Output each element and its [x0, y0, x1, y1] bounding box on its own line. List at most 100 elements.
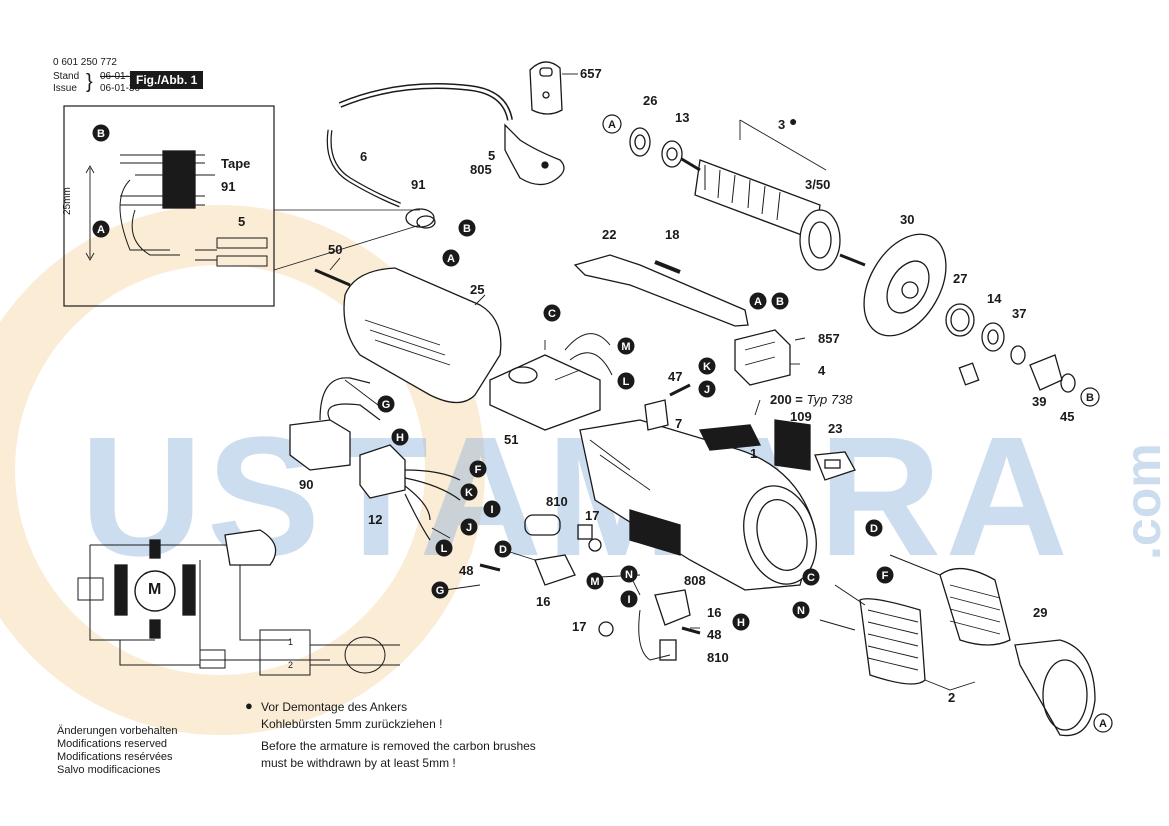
- circle-f-harness: F: [469, 460, 487, 478]
- label-200-type: Typ 738: [806, 392, 853, 407]
- footer-es: Salvo modificaciones: [57, 764, 161, 776]
- label-91: 91: [411, 177, 426, 192]
- label-13: 13: [675, 110, 690, 125]
- label-14: 14: [987, 291, 1002, 306]
- svg-text:G: G: [436, 585, 445, 597]
- circle-b-switch: B: [771, 292, 789, 310]
- label-23: 23: [828, 421, 843, 436]
- wiring-schematic: [77, 529, 400, 676]
- svg-text:B: B: [1086, 392, 1094, 404]
- svg-text:A: A: [754, 296, 762, 308]
- svg-text:D: D: [499, 544, 507, 556]
- circle-j-harness: J: [460, 518, 478, 536]
- note-en-line1: Before the armature is removed the carbo…: [261, 739, 536, 753]
- lock-lever: [573, 254, 749, 327]
- note-en-line2: must be withdrawn by at least 5mm !: [261, 756, 456, 770]
- stand-label: Stand: [53, 71, 80, 82]
- issue-label: Issue: [53, 83, 77, 94]
- label-810-top: 810: [546, 494, 568, 509]
- note-de-line1: Vor Demontage des Ankers: [261, 700, 408, 714]
- label-200: 200 = Typ 738: [770, 392, 853, 407]
- circle-j-switch: J: [698, 380, 716, 398]
- svg-text:F: F: [475, 464, 482, 476]
- schematic-contact-1: 1: [288, 637, 294, 647]
- footer-en: Modifications reserved: [57, 738, 168, 750]
- svg-text:K: K: [703, 361, 711, 373]
- bullet-3: ●: [789, 113, 798, 129]
- label-37: 37: [1012, 306, 1027, 321]
- label-16-left: 16: [536, 594, 551, 609]
- label-808: 808: [684, 573, 706, 588]
- circle-n-brush: N: [620, 565, 638, 583]
- wire-harness: [359, 444, 461, 541]
- label-7: 7: [675, 416, 683, 431]
- svg-text:L: L: [441, 543, 448, 555]
- slide-switch: [814, 451, 856, 481]
- svg-text:I: I: [490, 504, 493, 516]
- inset-5-label: 5: [238, 214, 246, 229]
- circle-c-module: C: [543, 304, 561, 322]
- circle-b-gear: B: [1080, 387, 1100, 407]
- circle-b-inset: B: [92, 124, 110, 142]
- circle-h-brush: H: [732, 613, 750, 631]
- svg-text:B: B: [97, 128, 105, 140]
- label-2: 2: [948, 690, 956, 705]
- label-48-right: 48: [707, 627, 722, 642]
- mains-plug: [504, 123, 565, 186]
- circle-k-harness: K: [460, 483, 478, 501]
- circle-f-field: F: [876, 566, 894, 584]
- inset-tape-label: Tape: [221, 156, 251, 171]
- label-90: 90: [299, 477, 314, 492]
- circle-b-cord: B: [458, 219, 476, 237]
- svg-text:J: J: [466, 522, 472, 534]
- label-12: 12: [368, 512, 383, 527]
- circle-g-capacitor: G: [377, 395, 395, 413]
- plate-7: [644, 383, 691, 431]
- footer-fr: Modifications resérvées: [57, 751, 173, 763]
- label-51: 51: [504, 432, 519, 447]
- inset-91-label: 91: [221, 179, 236, 194]
- svg-text:K: K: [465, 487, 473, 499]
- circle-k-switch: K: [698, 357, 716, 375]
- label-29: 29: [1033, 605, 1048, 620]
- brush-holders: [479, 514, 701, 661]
- fan: [863, 233, 947, 337]
- switch-4: [734, 329, 791, 386]
- armature: [679, 119, 866, 271]
- label-1: 1: [750, 446, 758, 461]
- label-17-bottom: 17: [572, 619, 587, 634]
- motor-cover: [314, 267, 502, 404]
- electronic-module: [489, 333, 613, 431]
- circle-d-brush: D: [494, 540, 512, 558]
- issue-date: 06-01-30: [100, 83, 141, 94]
- label-39: 39: [1032, 394, 1047, 409]
- watermark-orange-ring: [0, 205, 485, 735]
- svg-text:H: H: [396, 432, 404, 444]
- label-22: 22: [602, 227, 617, 242]
- circle-g-brush: G: [431, 581, 449, 599]
- circle-m-brush: M: [586, 572, 604, 590]
- part-number: 0 601 250 772: [53, 57, 117, 68]
- label-27: 27: [953, 271, 968, 286]
- label-6: 6: [360, 149, 368, 164]
- circle-a-switch: A: [749, 292, 767, 310]
- label-200-num: 200 =: [770, 392, 807, 407]
- end-cap: [1014, 639, 1096, 737]
- label-18: 18: [665, 227, 680, 242]
- circle-l-module: L: [617, 372, 635, 390]
- label-25: 25: [470, 282, 485, 297]
- circle-a-cord: A: [442, 249, 460, 267]
- cord-tag: [529, 61, 578, 115]
- capacitor: [289, 377, 381, 471]
- gear-side-parts: [945, 303, 1076, 393]
- svg-text:C: C: [807, 572, 815, 584]
- circle-h-capacitor: H: [391, 428, 409, 446]
- svg-text:A: A: [447, 253, 455, 265]
- circle-a-bearing: A: [602, 114, 622, 134]
- motor-symbol-m: M: [148, 581, 162, 598]
- circle-i-brush: I: [620, 590, 638, 608]
- svg-text:A: A: [608, 119, 616, 131]
